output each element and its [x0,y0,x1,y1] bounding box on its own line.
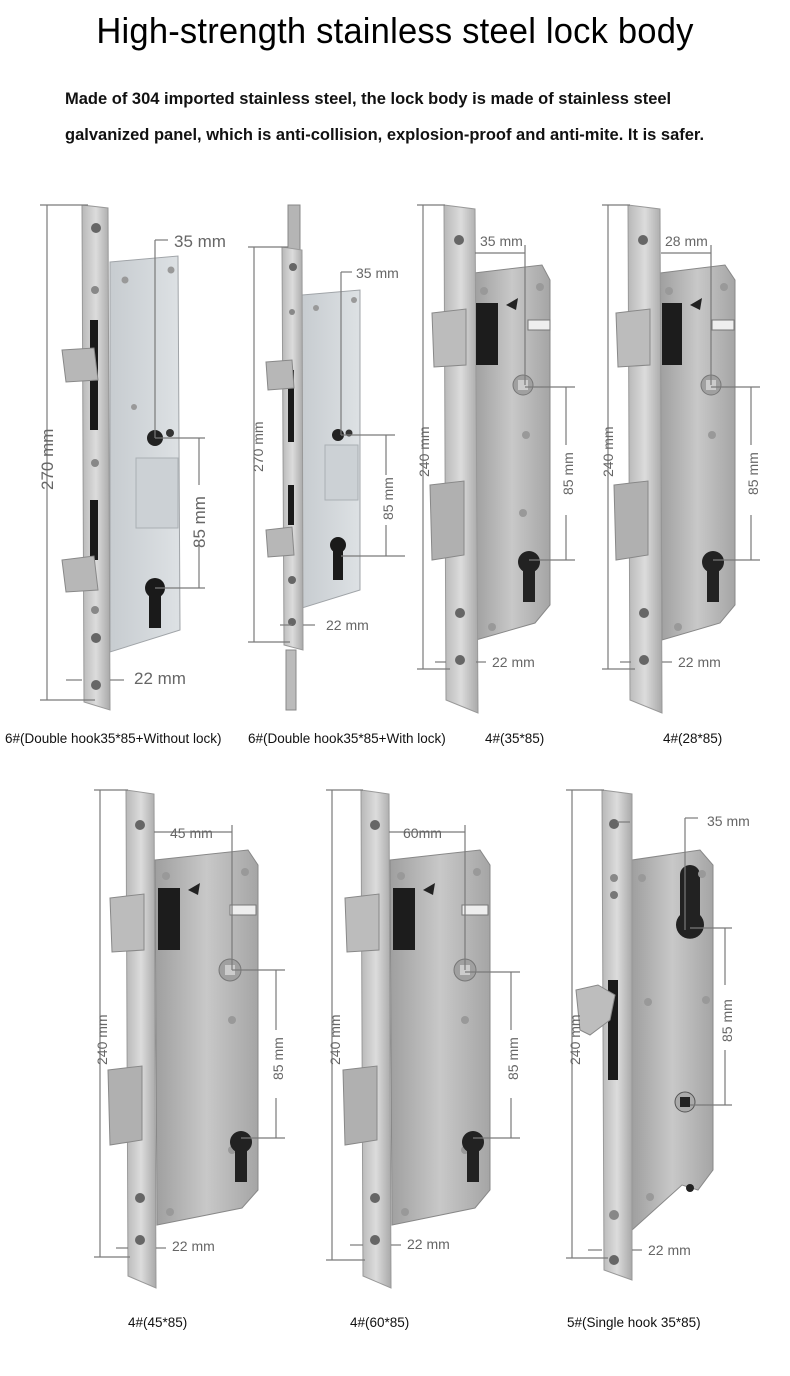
centre-dimension: 85 mm [745,452,761,495]
centre-dimension: 85 mm [380,477,396,520]
backset-dimension: 28 mm [665,233,708,249]
product-caption: 6#(Double hook35*85+Without lock) [5,731,222,746]
faceplate-dimension: 22 mm [134,669,186,688]
faceplate-dimension: 22 mm [326,617,369,633]
backset-dimension: 60mm [403,825,442,841]
centre-dimension: 85 mm [270,1037,286,1080]
product-4-60x85: 240 mm 60mm 85 mm 22 mm 4#(60*85) [315,780,545,1340]
lock-body-illustration [248,204,405,711]
faceplate-dimension: 22 mm [648,1242,691,1258]
height-dimension: 240 mm [567,1014,583,1065]
lock-body-illustration [40,204,205,711]
backset-dimension: 35 mm [174,232,226,251]
height-dimension: 270 mm [38,428,57,490]
height-dimension: 240 mm [94,1014,110,1065]
product-4-28x85: 240 mm 28 mm 85 mm 22 mm 4#(28*85) [590,195,790,755]
description-line-2: galvanized panel, which is anti-collisio… [65,126,705,144]
centre-dimension: 85 mm [505,1037,521,1080]
product-caption: 4#(28*85) [663,731,723,746]
description-line-1: Made of 304 imported stainless steel, th… [65,90,672,108]
lock-body-illustration [94,789,285,1289]
lock-body-illustration [417,204,575,714]
lock-body-illustration [326,789,520,1289]
lock-body-illustration [566,789,732,1281]
product-caption: 4#(45*85) [128,1315,188,1330]
faceplate-dimension: 22 mm [407,1236,450,1252]
backset-dimension: 45 mm [170,825,213,841]
faceplate-dimension: 22 mm [492,654,535,670]
product-caption: 6#(Double hook35*85+With lock) [248,731,446,746]
product-6-double-hook-with-lock: 270 mm 35 mm 85 mm 22 mm 6#(Double hook3… [240,190,446,750]
height-dimension: 240 mm [416,426,432,477]
height-dimension: 240 mm [600,426,616,477]
height-dimension: 240 mm [327,1014,343,1065]
faceplate-dimension: 22 mm [678,654,721,670]
product-caption: 4#(60*85) [350,1315,410,1330]
product-caption: 5#(Single hook 35*85) [567,1315,701,1330]
page-title: High-strength stainless steel lock body [96,10,694,51]
product-caption: 4#(35*85) [485,731,545,746]
product-6-double-hook-without-lock: 270 mm 35 mm 85 mm 22 mm 6#(Double hook3… [0,190,240,750]
centre-dimension: 85 mm [190,496,209,548]
lock-body-illustration [602,204,760,714]
centre-dimension: 85 mm [719,999,735,1042]
faceplate-dimension: 22 mm [172,1238,215,1254]
height-dimension: 270 mm [250,421,266,472]
product-5-single-hook-35x85: 240 mm 35 mm 85 mm 22 mm 5#(Single hook … [550,780,790,1340]
product-4-45x85: 240 mm 45 mm 85 mm 22 mm 4#(45*85) [80,780,310,1340]
backset-dimension: 35 mm [356,265,399,281]
backset-dimension: 35 mm [480,233,523,249]
centre-dimension: 85 mm [560,452,576,495]
product-4-35x85: 240 mm 35 mm 85 mm 22 mm 4#(35*85) [410,195,600,755]
backset-dimension: 35 mm [707,813,750,829]
